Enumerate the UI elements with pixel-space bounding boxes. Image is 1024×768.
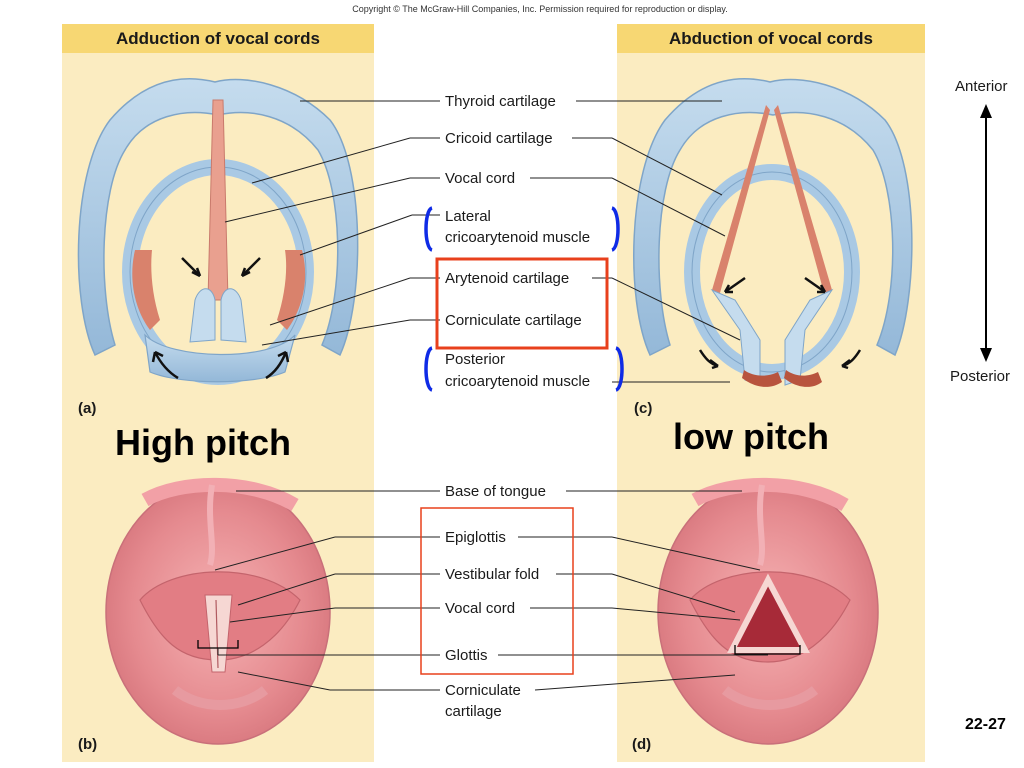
- right-panel-title: Abduction of vocal cords: [617, 24, 925, 53]
- label-vocal-cord-bottom: Vocal cord: [445, 600, 516, 617]
- label-epiglottis: Epiglottis: [445, 529, 506, 546]
- label-vestibular-fold: Vestibular fold: [445, 566, 540, 583]
- left-panel-title: Adduction of vocal cords: [62, 24, 374, 53]
- abduction-laryngoscope-view: [657, 477, 879, 745]
- label-base-of-tongue: Base of tongue: [445, 483, 546, 500]
- label-lateral-muscle-line1: Lateral: [445, 208, 491, 225]
- slide-number: 22-27: [965, 716, 1006, 733]
- panel-letter-d: (d): [632, 736, 652, 753]
- label-posterior-muscle-line2: cricoarytenoid muscle: [445, 373, 591, 390]
- top-leader-lines: [224, 100, 741, 383]
- glottis-highlight-box: [420, 507, 574, 675]
- posterior-muscle-bracket: [424, 346, 624, 392]
- label-corniculate-line1: Corniculate: [445, 682, 521, 699]
- label-vocal-cord-top: Vocal cord: [445, 170, 516, 187]
- label-cricoid-cartilage: Cricoid cartilage: [445, 130, 553, 147]
- label-arytenoid-cartilage: Arytenoid cartilage: [445, 270, 570, 287]
- label-corniculate-cartilage-top: Corniculate cartilage: [445, 312, 582, 329]
- label-corniculate-line2: cartilage: [445, 703, 502, 720]
- label-thyroid-cartilage: Thyroid cartilage: [445, 93, 556, 110]
- abduction-cartilage-diagram: [633, 78, 913, 387]
- adduction-cartilage-diagram: [77, 78, 359, 385]
- panel-letter-c: (c): [634, 400, 653, 417]
- low-pitch-label: low pitch: [673, 416, 829, 457]
- label-glottis: Glottis: [445, 647, 488, 664]
- panel-letter-a: (a): [78, 400, 97, 417]
- label-posterior-muscle-line1: Posterior: [445, 351, 506, 368]
- anterior-label: Anterior: [955, 78, 1008, 95]
- label-lateral-muscle-line2: cricoarytenoid muscle: [445, 229, 591, 246]
- adduction-laryngoscope-view: [105, 477, 331, 745]
- arytenoid-highlight-box: [435, 257, 609, 350]
- posterior-label: Posterior: [950, 368, 1011, 385]
- bottom-leader-lines: [214, 490, 768, 691]
- high-pitch-label: High pitch: [115, 422, 291, 463]
- copyright-notice: Copyright © The McGraw-Hill Companies, I…: [352, 4, 728, 14]
- lateral-muscle-bracket: [424, 206, 620, 252]
- panel-letter-b: (b): [78, 736, 98, 753]
- orientation-arrow: [980, 104, 992, 362]
